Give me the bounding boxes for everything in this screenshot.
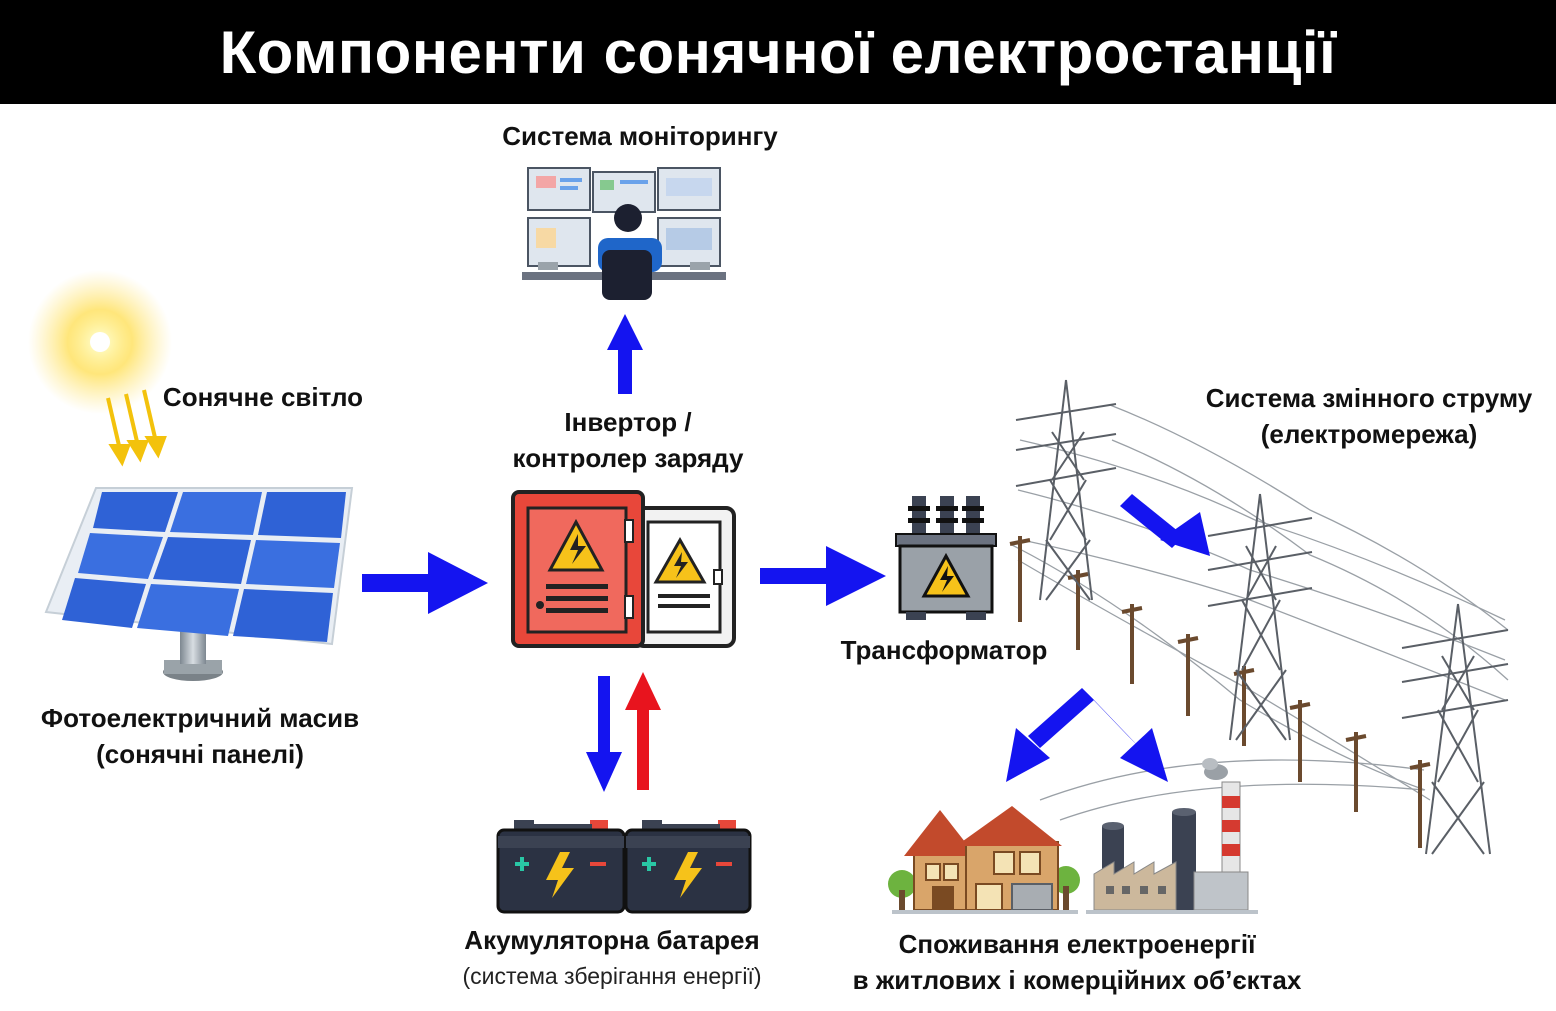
pv-array-label-line2: (сонячні панелі) xyxy=(96,739,304,769)
title-bar: Компоненти сонячної електростанції xyxy=(0,0,1556,104)
battery-icon xyxy=(624,820,752,914)
transmission-tower-icon xyxy=(1207,493,1313,741)
transmission-tower-icon xyxy=(1015,379,1117,601)
utility-poles xyxy=(1009,536,1431,848)
sunlight-label: Сонячне світло xyxy=(163,379,363,415)
monitoring-label-text: Система моніторингу xyxy=(502,121,778,151)
monitoring-label: Система моніторингу xyxy=(502,118,777,154)
arrow-grid-flow xyxy=(1120,494,1210,556)
transmission-tower-icon xyxy=(1401,603,1509,855)
arrow-grid-to-consumers xyxy=(1006,688,1168,782)
transformer-icon xyxy=(895,496,997,620)
grid-label: Система змінного струму (електромережа) xyxy=(1206,380,1532,452)
battery-label-line1: Акумуляторна батарея xyxy=(464,925,760,955)
sun-icon xyxy=(28,270,172,414)
monitoring-station-icon xyxy=(522,167,726,300)
pv-array-label: Фотоелектричний масив (сонячні панелі) xyxy=(41,700,359,772)
arrow-panel-to-inverter xyxy=(362,552,488,614)
inverter-label-line1: Інвертор / xyxy=(564,407,692,437)
arrow-inverter-to-monitoring xyxy=(607,314,643,394)
grid-label-line1: Система змінного струму xyxy=(1205,383,1533,413)
transformer-label: Трансформатор xyxy=(841,632,1048,668)
arrow-battery-to-inverter xyxy=(625,672,661,790)
arrow-inverter-to-transformer xyxy=(760,546,886,606)
solar-panel-icon xyxy=(44,487,354,681)
transformer-label-text: Трансформатор xyxy=(840,635,1048,665)
consumption-label: Споживання електроенергії в житлових і к… xyxy=(853,926,1302,998)
inverter-cabinet-icon xyxy=(511,490,736,648)
sunlight-rays-icon xyxy=(106,389,167,467)
battery-icon xyxy=(496,820,626,914)
battery-label: Акумуляторна батарея (система зберігання… xyxy=(462,922,761,994)
power-lines xyxy=(1011,404,1509,821)
consumption-label-line2: в житлових і комерційних об’єктах xyxy=(852,965,1302,995)
battery-label-line2: (система зберігання енергії) xyxy=(462,963,762,989)
pv-array-label-line1: Фотоелектричний масив xyxy=(40,703,360,733)
inverter-label-line2: контролер заряду xyxy=(512,443,744,473)
sunlight-label-text: Сонячне світло xyxy=(162,382,364,412)
house-icon xyxy=(888,806,1080,914)
grid-label-line2: (електромережа) xyxy=(1260,419,1478,449)
consumption-label-line1: Споживання електроенергії xyxy=(898,929,1256,959)
arrow-inverter-to-battery xyxy=(586,676,622,792)
page-title: Компоненти сонячної електростанції xyxy=(219,18,1337,86)
factory-icon xyxy=(1086,758,1258,914)
inverter-label: Інвертор / контролер заряду xyxy=(513,404,744,476)
